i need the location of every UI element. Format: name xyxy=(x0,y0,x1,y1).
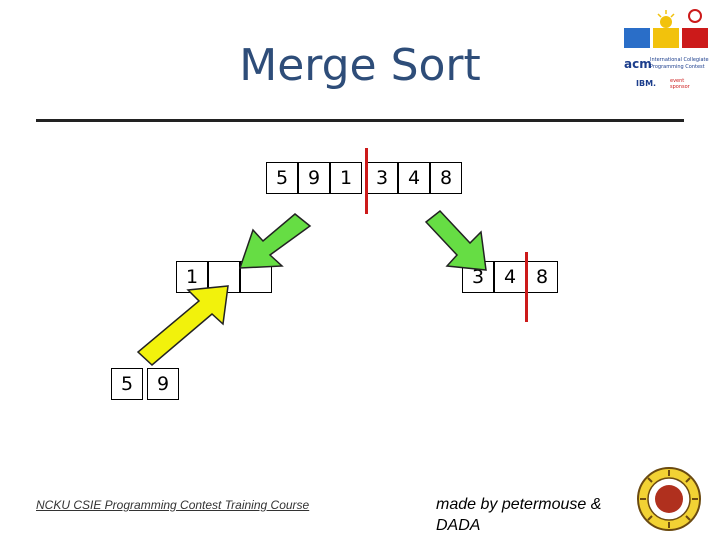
array-cell: 5 xyxy=(266,162,298,194)
array-cell: 4 xyxy=(494,261,526,293)
svg-text:Programming Contest: Programming Contest xyxy=(650,64,705,70)
svg-text:acm: acm xyxy=(624,57,652,71)
acm-icpc-logo: acm International Collegiate Programming… xyxy=(620,6,712,94)
university-seal xyxy=(636,466,702,532)
array-cell: 4 xyxy=(398,162,430,194)
svg-text:IBM.: IBM. xyxy=(636,79,656,88)
svg-text:International Collegiate: International Collegiate xyxy=(650,57,709,63)
slide-title: Merge Sort xyxy=(239,40,481,91)
green-arrow-right xyxy=(424,209,487,271)
split-divider xyxy=(365,148,368,214)
svg-text:event: event xyxy=(670,78,684,84)
array-cell: 3 xyxy=(366,162,398,194)
array-cell: 5 xyxy=(111,368,143,400)
array-cell: 9 xyxy=(298,162,330,194)
array-cell: 8 xyxy=(526,261,558,293)
split-divider xyxy=(525,252,528,322)
svg-text:sponsor: sponsor xyxy=(670,84,691,90)
author-credit: made by petermouse & DADA xyxy=(436,496,602,534)
title-underline xyxy=(36,119,684,122)
array-cell: 1 xyxy=(176,261,208,293)
array-cell: 8 xyxy=(430,162,462,194)
array-cell: 9 xyxy=(147,368,179,400)
yellow-arrow xyxy=(136,285,229,367)
green-arrow-left xyxy=(238,213,312,269)
course-footer: NCKU CSIE Programming Contest Training C… xyxy=(36,498,310,512)
array-cell: 1 xyxy=(330,162,362,194)
